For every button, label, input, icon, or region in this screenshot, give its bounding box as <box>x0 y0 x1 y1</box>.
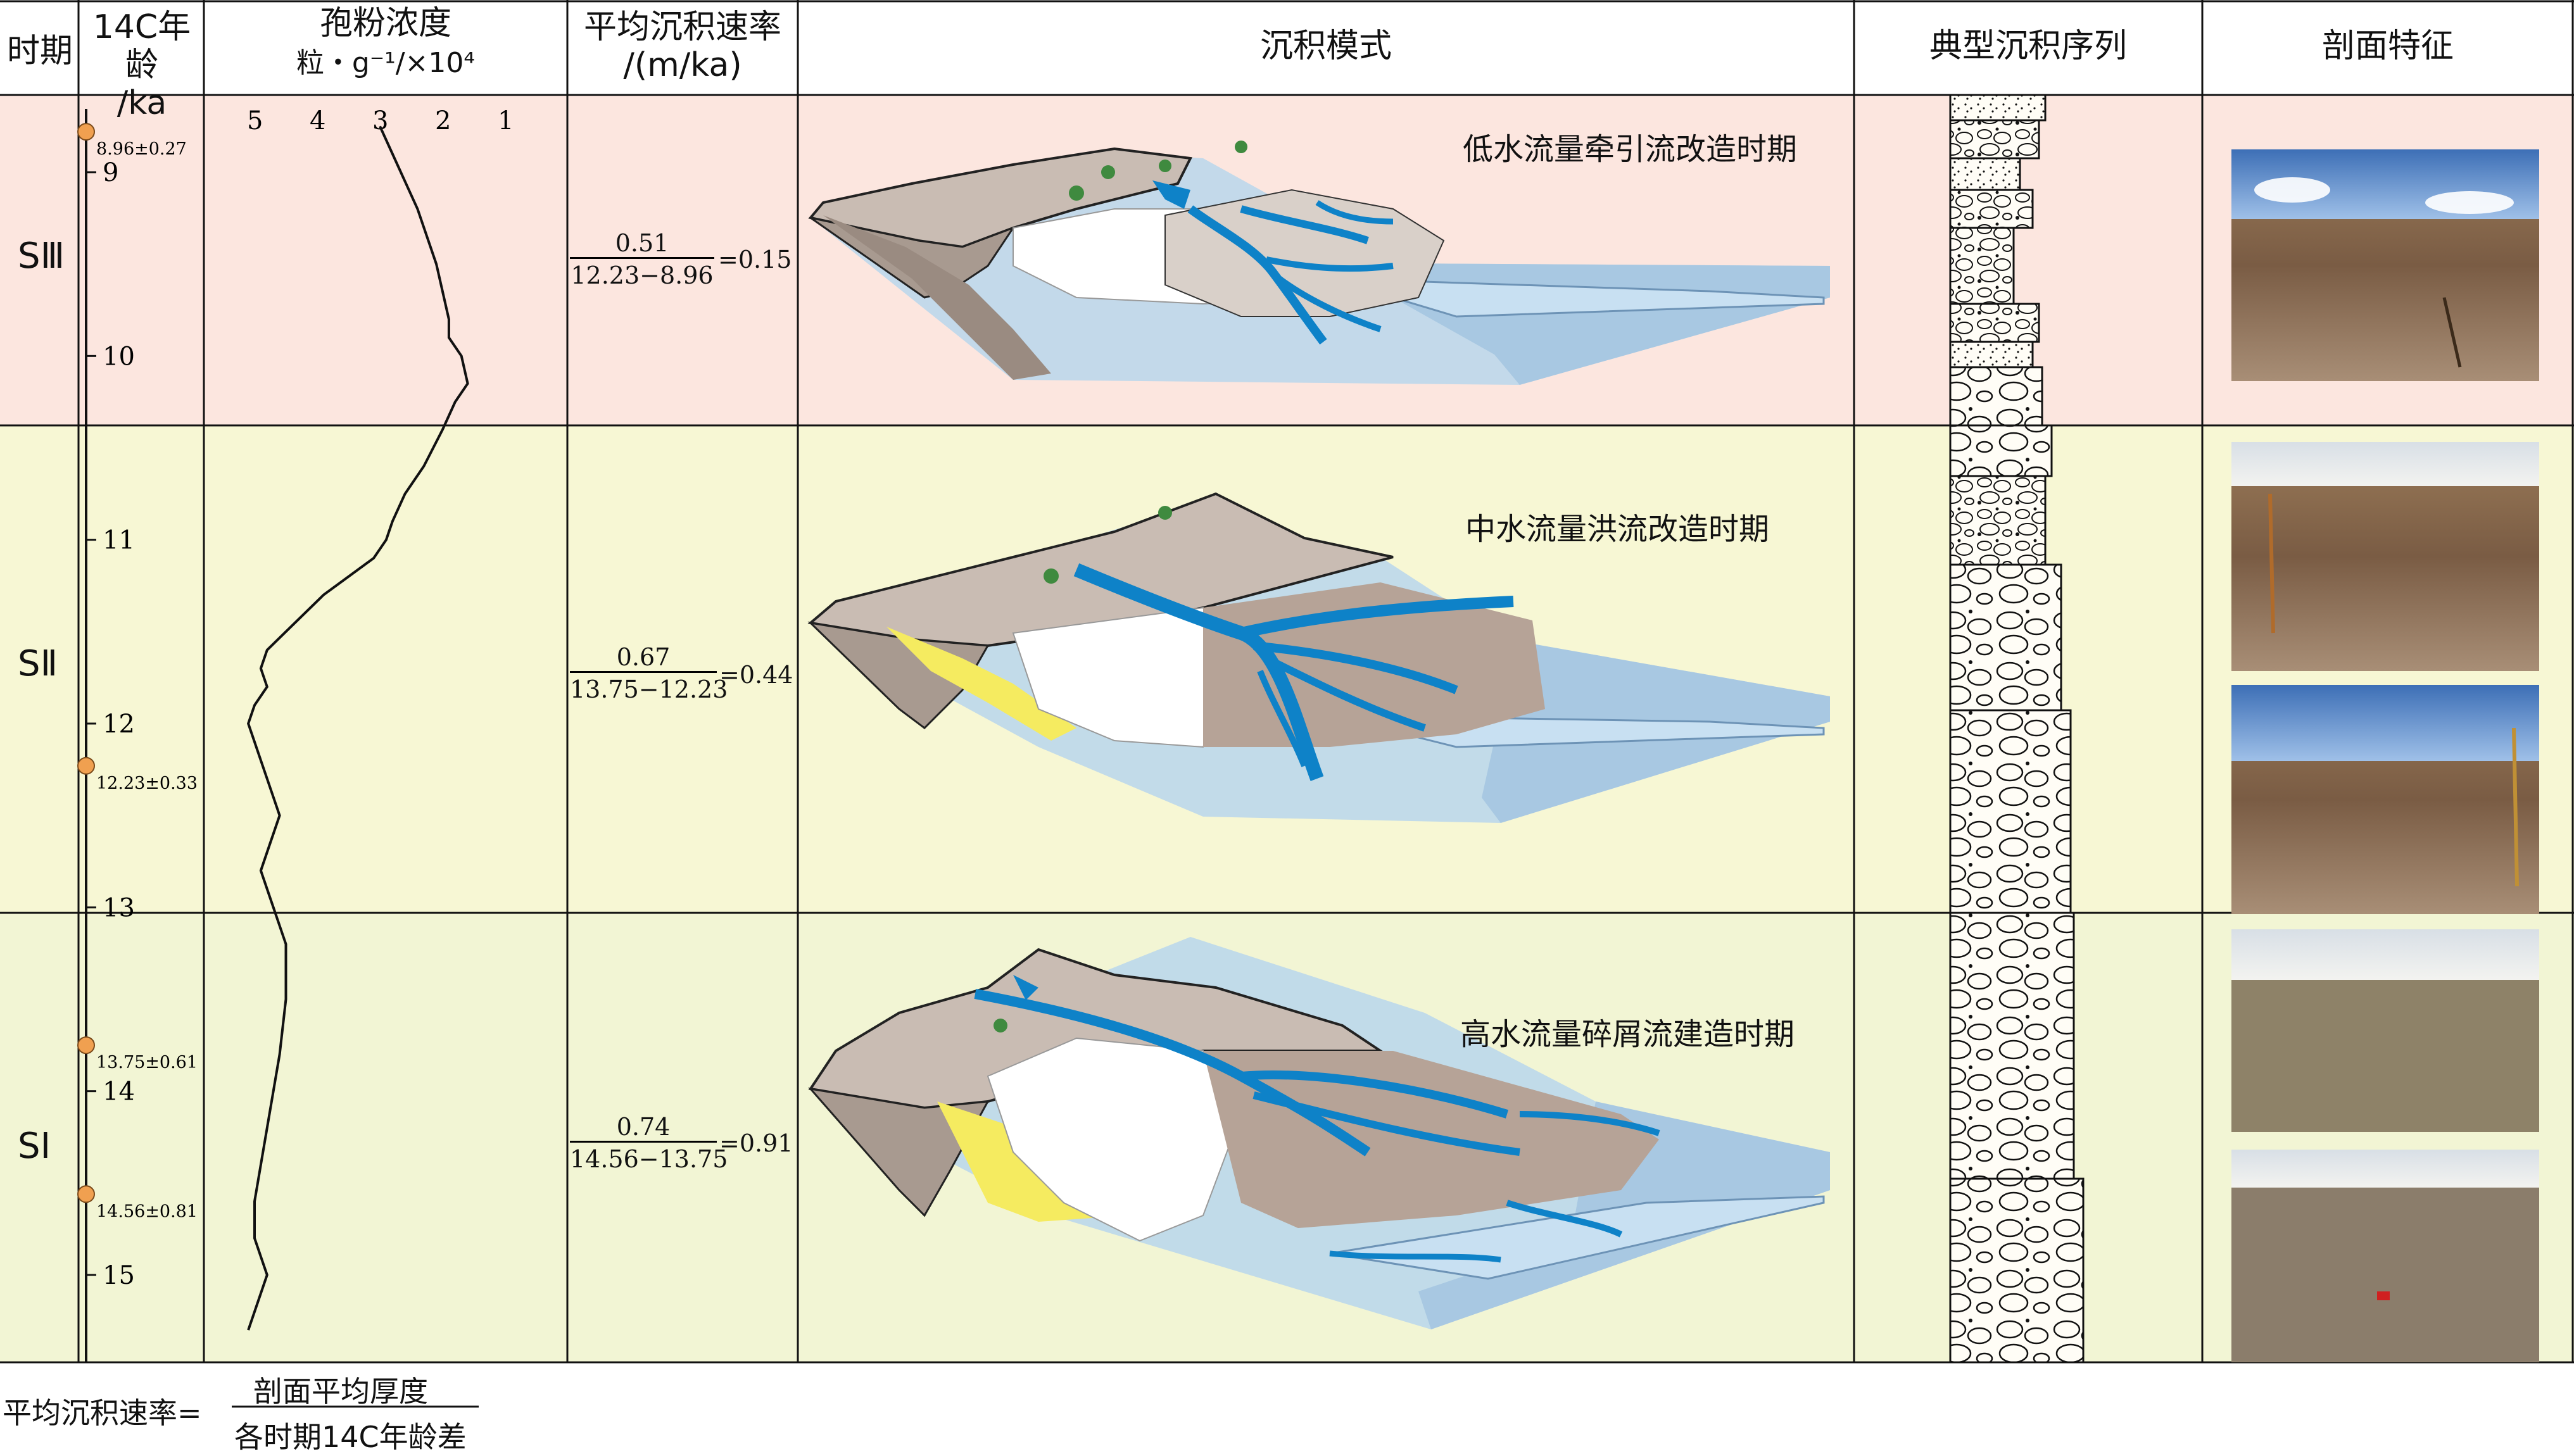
mode-title-s3: 低水流量牵引流改造时期 <box>1463 132 1798 167</box>
age-tick-label: 11 <box>103 526 135 555</box>
rate-fraction-s1: 0.74 14.56−13.75 <box>570 1113 728 1173</box>
header-age-line1: 14C年龄 <box>92 8 191 84</box>
age-tick-label: 10 <box>103 342 135 371</box>
rate-value-s3: =0.15 <box>718 246 792 273</box>
pollen-tick-label: 1 <box>498 106 514 135</box>
period-label-s3: SⅢ <box>18 235 65 277</box>
rate-numerator-s1: 0.74 <box>570 1113 717 1143</box>
dated-sample-label: 13.75±0.61 <box>96 1053 198 1072</box>
header-pollen: 孢粉浓度 粒・g⁻¹/×10⁴ <box>205 4 566 81</box>
header-pollen-line1: 孢粉浓度 <box>319 4 451 42</box>
header-pollen-line2: 粒・g⁻¹/×10⁴ <box>296 46 476 79</box>
header-rate-line2: /(m/ka) <box>623 46 742 84</box>
photo-s1-upper <box>2231 929 2539 1132</box>
age-tick-label: 12 <box>103 710 135 739</box>
header-mode: 沉积模式 <box>1259 27 1392 65</box>
header-sequence: 典型沉积序列 <box>1929 27 2127 65</box>
model-s1-block <box>808 937 1830 1329</box>
dated-sample-dot <box>77 1036 95 1055</box>
header-section: 剖面特征 <box>2321 27 2454 65</box>
photo-s1-lower <box>2231 1150 2539 1362</box>
rate-fraction-s2: 0.67 13.75−12.23 <box>570 643 728 703</box>
pollen-tick-label: 2 <box>435 106 451 135</box>
age-tick-label: 9 <box>103 158 118 187</box>
rate-value-s2: =0.44 <box>719 661 793 689</box>
rate-numerator-s3: 0.51 <box>570 229 714 259</box>
pollen-tick-label: 4 <box>310 106 325 135</box>
dated-sample-dot <box>77 123 95 141</box>
dated-sample-label: 8.96±0.27 <box>96 139 187 159</box>
dated-sample-dot <box>77 1185 95 1203</box>
rate-fraction-s3: 0.51 12.23−8.96 <box>570 229 714 289</box>
pollen-tick-label: 3 <box>372 106 388 135</box>
footer-denominator: 各时期14C年龄差 <box>234 1420 467 1454</box>
rate-numerator-s2: 0.67 <box>570 643 717 673</box>
footer-formula-left: 平均沉积速率= <box>3 1396 202 1430</box>
photo-s2-upper <box>2231 442 2539 671</box>
mode-title-s2: 中水流量洪流改造时期 <box>1465 511 1770 547</box>
header-rate-line1: 平均沉积速率 <box>583 8 781 46</box>
pollen-curve <box>246 125 469 1331</box>
model-s2-block <box>807 492 1830 823</box>
rate-denominator-s2: 13.75−12.23 <box>570 675 728 703</box>
dated-sample-label: 12.23±0.33 <box>96 774 198 793</box>
photo-s2-lower <box>2231 685 2539 914</box>
rate-value-s1: =0.91 <box>719 1129 793 1157</box>
age-tick-label: 13 <box>103 893 135 922</box>
header-age-line2: /ka <box>117 84 167 122</box>
footer-numerator: 剖面平均厚度 <box>253 1374 428 1409</box>
period-label-s1: SⅠ <box>18 1126 51 1167</box>
age-tick-label: 15 <box>103 1261 135 1290</box>
header-period: 时期 <box>6 32 73 70</box>
header-rate: 平均沉积速率 /(m/ka) <box>569 8 797 85</box>
photo-s3 <box>2231 149 2539 381</box>
dated-sample-dot <box>77 756 95 775</box>
rate-denominator-s3: 12.23−8.96 <box>571 261 714 289</box>
pollen-tick-label: 5 <box>247 106 263 135</box>
rate-denominator-s1: 14.56−13.75 <box>570 1145 728 1173</box>
model-s3-block <box>808 141 1830 385</box>
header-age: 14C年龄 /ka <box>80 8 204 122</box>
age-tick-label: 14 <box>103 1077 135 1107</box>
dated-sample-label: 14.56±0.81 <box>96 1202 198 1221</box>
mode-title-s1: 高水流量碎屑流建造时期 <box>1460 1017 1795 1052</box>
period-label-s2: SⅡ <box>18 643 58 684</box>
